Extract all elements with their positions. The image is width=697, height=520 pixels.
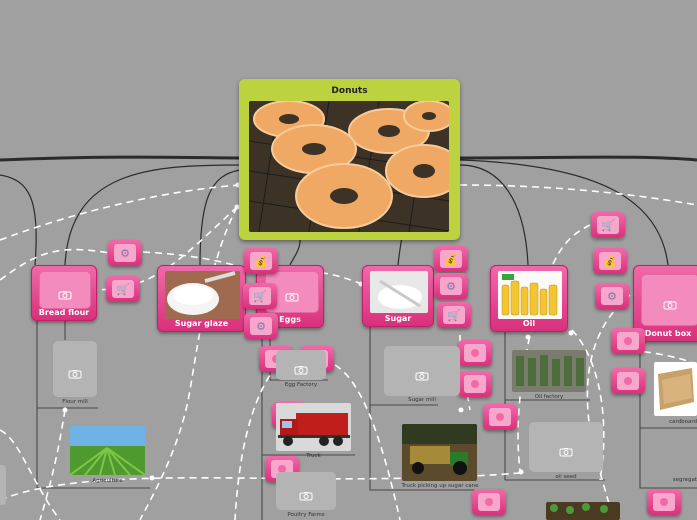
money-bag-button[interactable]: 💰 [434,246,468,272]
sugar-glaze-image [165,271,240,319]
money-bag-icon: 💰 [440,250,462,268]
bread-flour-image-placeholder [39,271,91,309]
image-placeholder-icon [653,493,675,511]
link-bubble[interactable] [611,328,645,354]
camera-icon [58,285,72,300]
poultry-farms-card[interactable] [276,472,336,510]
image-placeholder-icon [617,332,639,350]
camera-icon [415,366,429,381]
cart-icon: 🛒 [112,280,134,298]
link-bubble[interactable] [472,489,506,515]
image-placeholder-icon [489,408,511,426]
topic-sugar[interactable]: Sugar [362,265,434,327]
gear-button[interactable]: ⚙ [434,273,468,299]
offscreen-card-fragment [0,465,6,505]
sugar-glaze-label: Sugar glaze [174,319,229,328]
sugar-label: Sugar [384,314,412,323]
camera-icon [299,486,313,501]
bread-flour-label: Bread flour [38,308,90,317]
money-bag-button[interactable]: 💰 [244,248,278,274]
cart-icon: 🛒 [249,287,271,305]
gear-button[interactable]: ⚙ [244,313,278,339]
oil-seed-card[interactable] [529,422,603,472]
root-node-donuts[interactable]: Donuts [239,79,460,240]
cardboard-caption: cardboard [669,419,697,425]
egg-factory-caption: Egg Factory [284,382,318,388]
donut-box-image-placeholder [641,274,697,326]
seedling-image[interactable] [546,502,620,520]
gear-icon: ⚙ [114,244,136,262]
cart-icon: 🛒 [443,306,465,324]
oil-factory-image[interactable] [512,350,586,392]
money-bag-icon: 💰 [599,252,621,270]
cart-button[interactable]: 🛒 [437,302,471,328]
egg-factory-card[interactable] [276,350,326,380]
cardboard-image[interactable] [654,362,697,416]
flour-mill-card[interactable] [53,341,97,397]
image-placeholder-icon [464,344,486,362]
link-bubble[interactable] [611,368,645,394]
root-title: Donuts [331,86,368,96]
truck-caption: Truck [306,453,321,459]
truck-picking-sugar-cane-image[interactable] [402,424,477,481]
cart-button[interactable]: 🛒 [106,276,140,302]
link-bubble[interactable] [458,371,492,397]
topic-sugar-glaze[interactable]: Sugar glaze [157,265,246,332]
oil-label: Oil [522,319,536,328]
donut-box-label: Donut box [644,329,692,338]
camera-icon [559,442,573,457]
money-bag-icon: 💰 [250,252,272,270]
gear-icon: ⚙ [440,277,462,295]
image-placeholder-icon [478,493,500,511]
topic-bread-flour[interactable]: Bread flour [31,265,97,321]
flour-mill-caption: Flour mill [62,399,88,405]
agriculture-image[interactable] [70,426,145,475]
sugar-image [370,271,428,313]
gear-icon: ⚙ [601,287,623,305]
gear-button[interactable]: ⚙ [108,240,142,266]
cart-button[interactable]: 🛒 [591,212,625,238]
oil-image [498,271,562,319]
topic-donut-box[interactable]: Donut box [633,265,697,342]
camera-icon [285,287,299,302]
topic-oil[interactable]: Oil [490,265,568,332]
eggs-label: Eggs [279,315,301,324]
truck-picking-sugar-cane-caption: Truck picking up sugar cane [401,483,479,489]
truck-image[interactable] [276,403,351,451]
link-bubble[interactable] [458,340,492,366]
agriculture-caption: Agriculture [92,478,123,484]
image-placeholder-icon [617,372,639,390]
link-bubble[interactable] [483,404,517,430]
camera-icon [294,360,308,375]
image-placeholder-icon [464,375,486,393]
cart-icon: 🛒 [597,216,619,234]
gear-icon: ⚙ [250,317,272,335]
money-bag-button[interactable]: 💰 [593,248,627,274]
sugar-mill-card[interactable] [384,346,460,396]
camera-icon [663,295,677,310]
oil-factory-caption: Oil factory [534,394,564,400]
link-bubble[interactable] [647,489,681,515]
donuts-image [249,101,449,232]
camera-icon [68,364,82,379]
gear-button[interactable]: ⚙ [595,283,629,309]
sugar-mill-caption: Sugar mill [408,397,436,403]
segregation-caption: segregat [672,477,697,483]
poultry-farms-caption: Poultry Farms [287,512,325,518]
cart-button[interactable]: 🛒 [243,283,277,309]
oil-seed-caption: oil seed [555,474,577,480]
